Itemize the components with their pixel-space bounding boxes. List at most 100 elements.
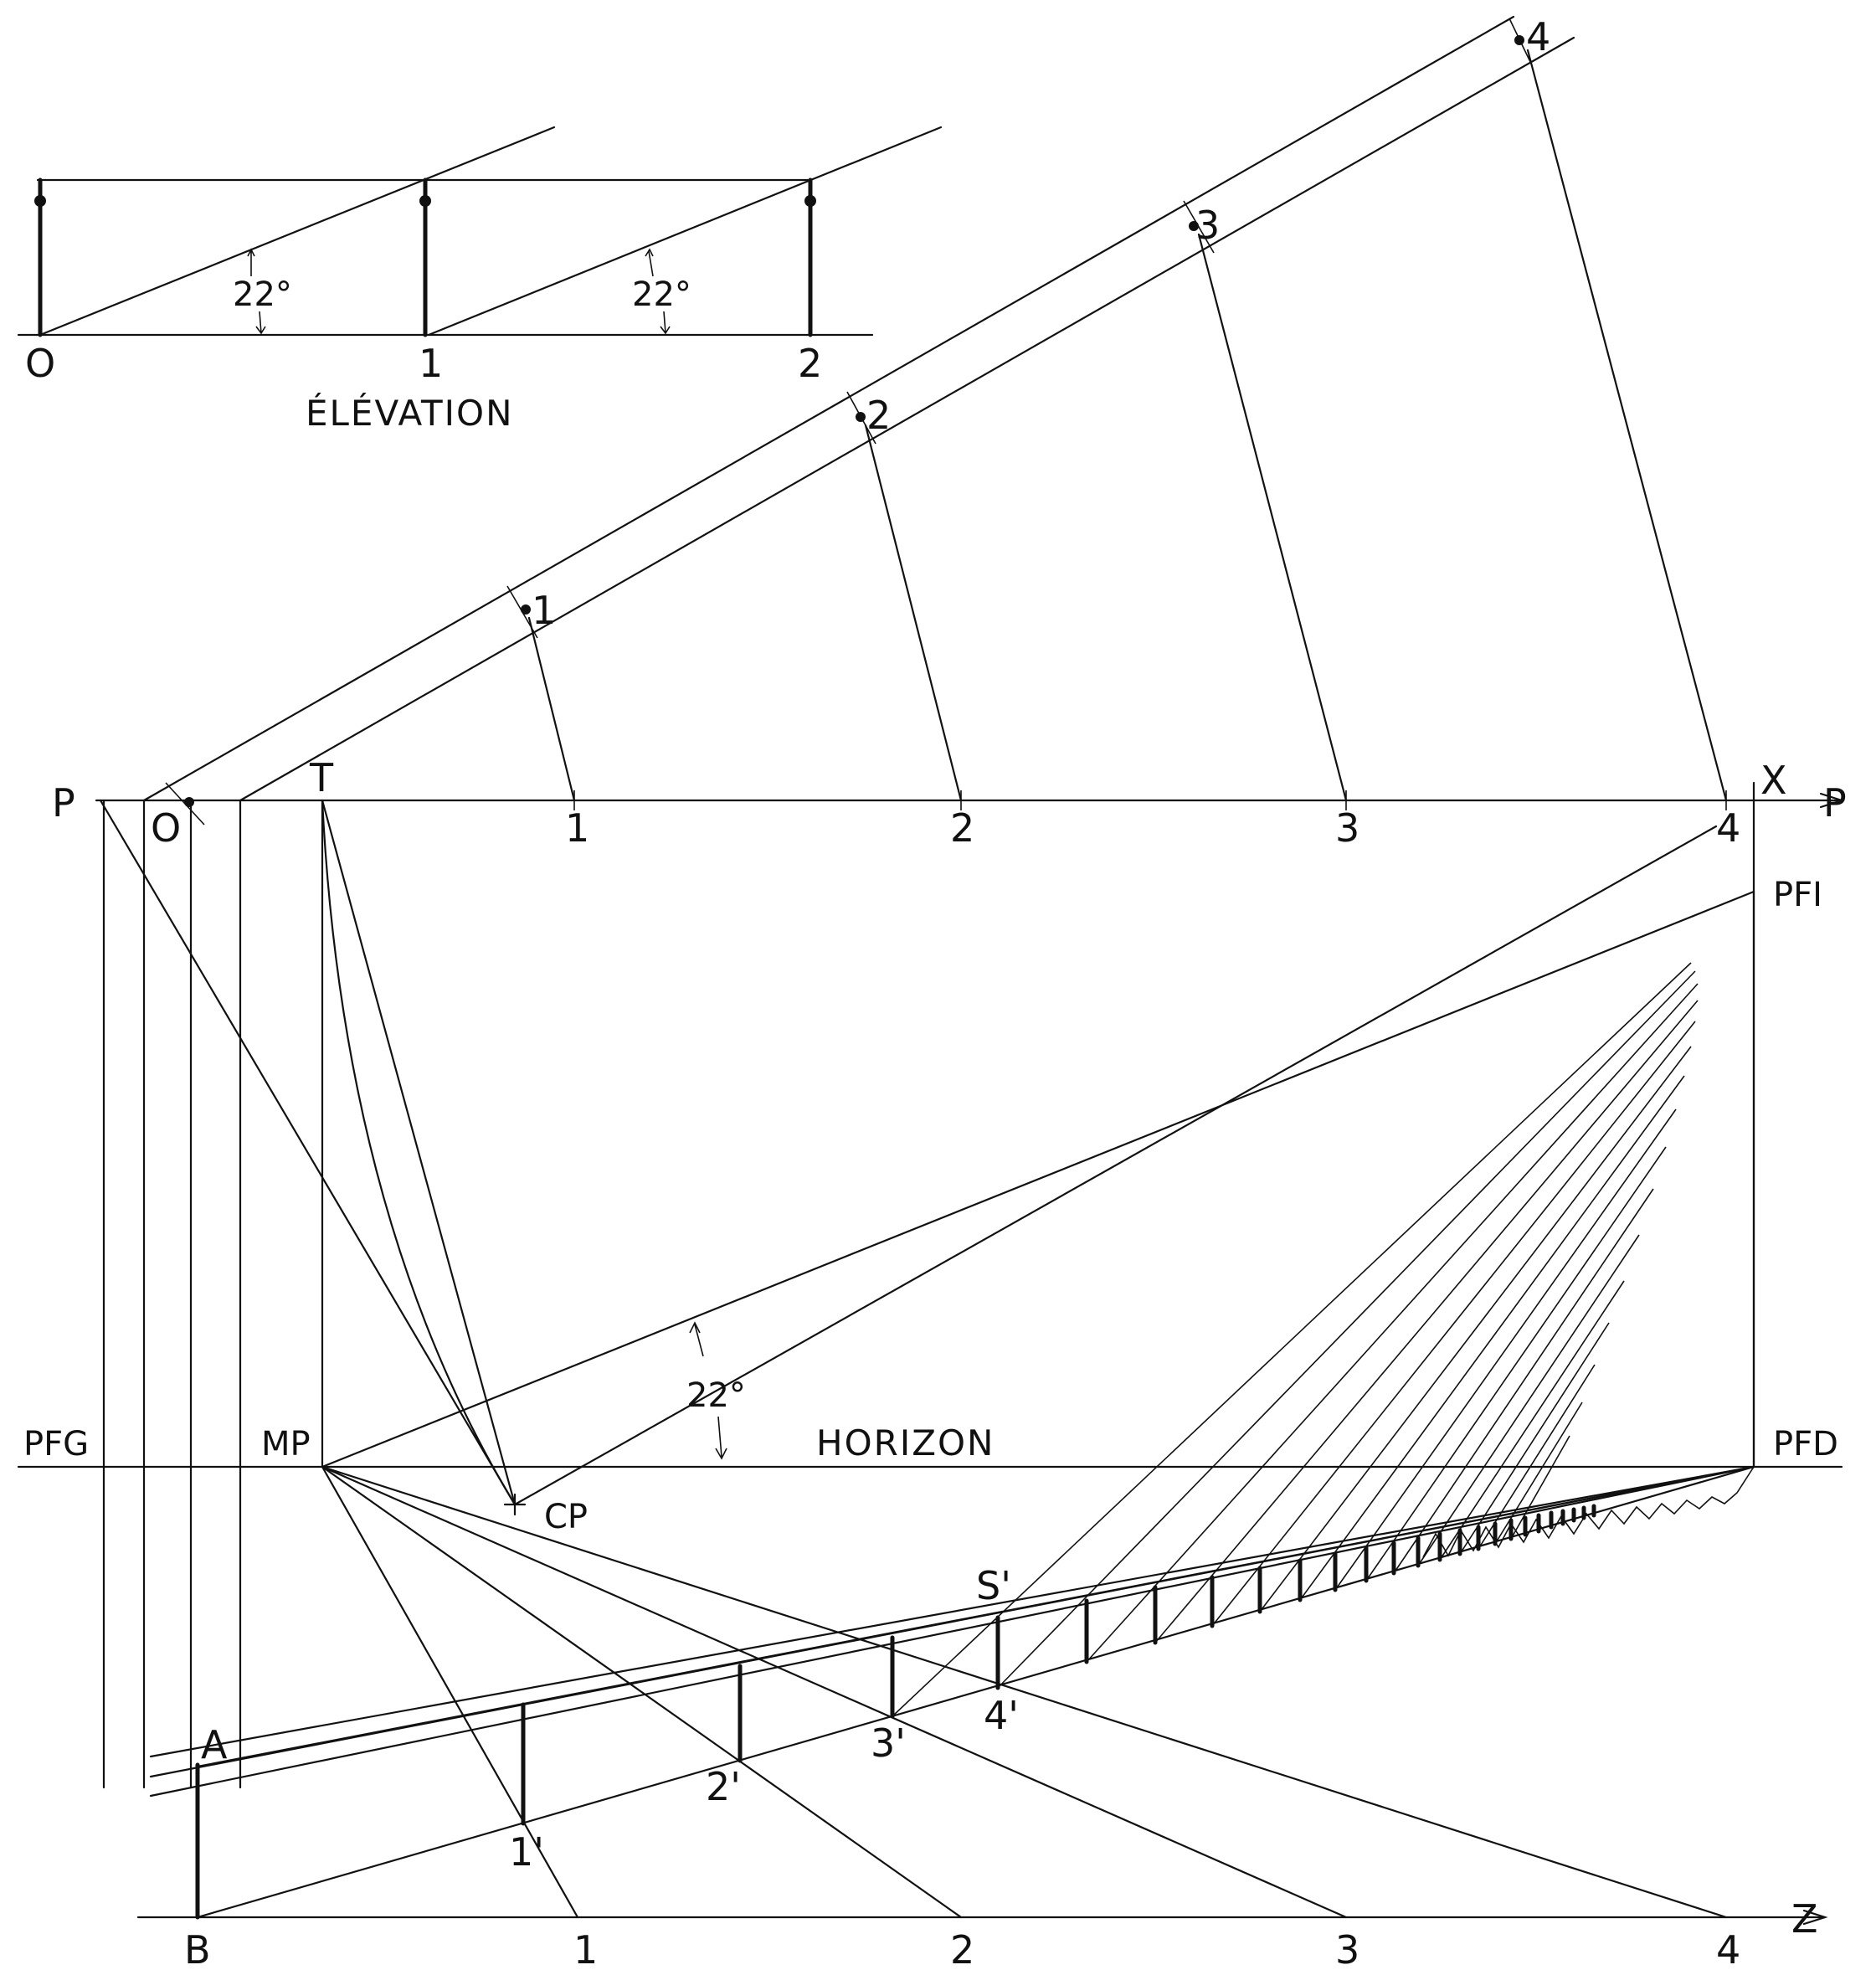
plan-rail-lower	[239, 36, 1575, 802]
perspective-bridge: A 1' 2' 3' 4' S'	[149, 962, 1755, 1920]
plan-support-dot-o	[184, 797, 194, 807]
plan-projector-3	[1197, 233, 1348, 802]
bridge-diagonal-11	[1365, 1146, 1667, 1582]
bridge-diagonal-14	[1439, 1280, 1625, 1561]
mp-measure-3	[321, 1465, 1348, 1919]
plan-support-label-1: 1	[532, 588, 556, 633]
angle-label-22: 22°	[686, 1376, 746, 1415]
elevation-angle-label-2: 22°	[632, 275, 691, 314]
bridge-rail-top	[196, 1465, 1755, 1768]
pp-tick-label-1: 1	[565, 805, 589, 851]
picture-plane-label-x: X	[1760, 758, 1787, 803]
bridge-diagonal-4	[997, 970, 1696, 1689]
cp-to-pfi-ray	[513, 825, 1718, 1506]
pp-tick-label-4: 4	[1716, 805, 1740, 851]
picture-plane-label-left: P	[52, 780, 75, 826]
bridge-diagonal-6	[1154, 1000, 1699, 1643]
picture-plane-label-right: P	[1823, 780, 1847, 826]
plan-support-dot-3	[1189, 221, 1199, 231]
plan-rail-upper	[142, 15, 1515, 802]
mp-measure-1	[321, 1465, 579, 1919]
ground-label-z: Z	[1791, 1896, 1818, 1942]
pp-tick-label-3: 3	[1335, 805, 1359, 851]
pfi-label: PFI	[1773, 876, 1822, 914]
plan-projector-1	[527, 616, 576, 802]
t-arc-to-cp	[321, 799, 517, 1506]
elevation-ground-label-1: 1	[419, 341, 443, 386]
bridge-diagonal-12	[1393, 1188, 1654, 1574]
bridge-diagonal-7	[1211, 1021, 1696, 1627]
pp-tick-label-2: 2	[950, 805, 974, 851]
ground-tick-label-4: 4	[1716, 1927, 1740, 1970]
pfd-label: PFD	[1773, 1425, 1838, 1463]
station-point-construction: 22°	[321, 799, 1755, 1516]
bridge-diagonal-3	[892, 962, 1692, 1717]
bridge-ground-to-pfd	[196, 1465, 1755, 1919]
cp-label: CP	[544, 1498, 588, 1536]
plan-support-dot-4	[1514, 35, 1524, 45]
picture-plane-arrow-right	[1819, 792, 1845, 809]
horizon-label: HORIZON	[816, 1422, 995, 1463]
elevation-view: 22° 22° O 1 2 ÉLÉVATION	[17, 126, 943, 434]
picture-plane: P P X T O 1 2 3 4	[52, 755, 1847, 851]
perspective-label-3prime: 3'	[871, 1721, 906, 1766]
perspective-label-2prime: 2'	[706, 1764, 741, 1809]
bridge-upper-rail-1	[149, 1465, 1755, 1758]
ground-tick-label-2: 2	[950, 1927, 974, 1970]
plan-view: 1 2 3 4	[142, 14, 1728, 826]
vertical-construction-lines	[99, 781, 1755, 1789]
plan-support-dot-2	[856, 412, 866, 422]
measuring-lines	[321, 1465, 1728, 1919]
bridge-diagonal-16	[1478, 1364, 1596, 1550]
perspective-label-1prime: 1'	[509, 1829, 544, 1875]
bridge-diagonal-17	[1494, 1402, 1583, 1545]
elevation-angle-arrow-1	[247, 248, 266, 335]
plan-support-dot-1	[521, 604, 531, 615]
cp-cross	[503, 1493, 527, 1516]
perspective-label-4prime: 4'	[984, 1693, 1019, 1738]
plan-support-label-2: 2	[866, 393, 891, 438]
t-to-cp	[321, 799, 517, 1506]
angle-marker-22	[689, 1321, 727, 1460]
bridge-lower-rail	[149, 1465, 1755, 1798]
elevation-ground-label-0: O	[25, 341, 55, 386]
plan-projector-2	[864, 424, 963, 802]
plan-support-label-4: 4	[1526, 14, 1550, 59]
ground-line: B Z 1 2 3 4	[136, 1896, 1828, 1970]
picture-plane-label-o: O	[151, 805, 181, 851]
elevation-ground-label-2: 2	[798, 341, 822, 386]
plan-p-to-cp	[99, 799, 517, 1506]
elevation-post-dot-0	[34, 195, 46, 207]
bridge-diagonal-8	[1259, 1046, 1692, 1613]
elevation-slope-line-1	[39, 126, 556, 337]
bridge-hatch	[1422, 1466, 1755, 1558]
elevation-angle-arrow-2	[645, 248, 671, 335]
ground-label-b: B	[184, 1927, 211, 1970]
plan-support-label-3: 3	[1195, 203, 1220, 248]
bridge-diagonal-9	[1299, 1075, 1685, 1601]
bridge-diagonal-15	[1459, 1322, 1610, 1555]
bridge-diagonal-13	[1417, 1234, 1640, 1566]
bridge-diagonal-10	[1334, 1108, 1677, 1591]
bridge-diagonal-5	[1086, 983, 1699, 1663]
ground-line-arrow	[1802, 1909, 1828, 1926]
mp-measure-2	[321, 1465, 963, 1919]
elevation-post-dot-1	[419, 195, 431, 207]
perspective-label-s-prime: S'	[976, 1563, 1011, 1608]
elevation-caption: ÉLÉVATION	[306, 392, 514, 434]
pfg-label: PFG	[23, 1425, 89, 1463]
elevation-angle-label-1: 22°	[233, 275, 292, 314]
bridge-diagonal-18	[1510, 1435, 1570, 1540]
mp-measure-4	[321, 1465, 1728, 1919]
perspective-label-a: A	[201, 1722, 228, 1767]
mp-label: MP	[261, 1425, 311, 1463]
mp-to-pfi-line	[321, 890, 1755, 1468]
ground-tick-label-3: 3	[1335, 1927, 1359, 1970]
plan-cross-tick-3	[1183, 200, 1215, 254]
elevation-slope-line-2	[427, 126, 943, 337]
picture-plane-label-t: T	[309, 755, 334, 800]
ground-tick-label-1: 1	[573, 1927, 598, 1970]
elevation-post-dot-2	[804, 195, 816, 207]
plan-projector-4	[1526, 49, 1728, 802]
